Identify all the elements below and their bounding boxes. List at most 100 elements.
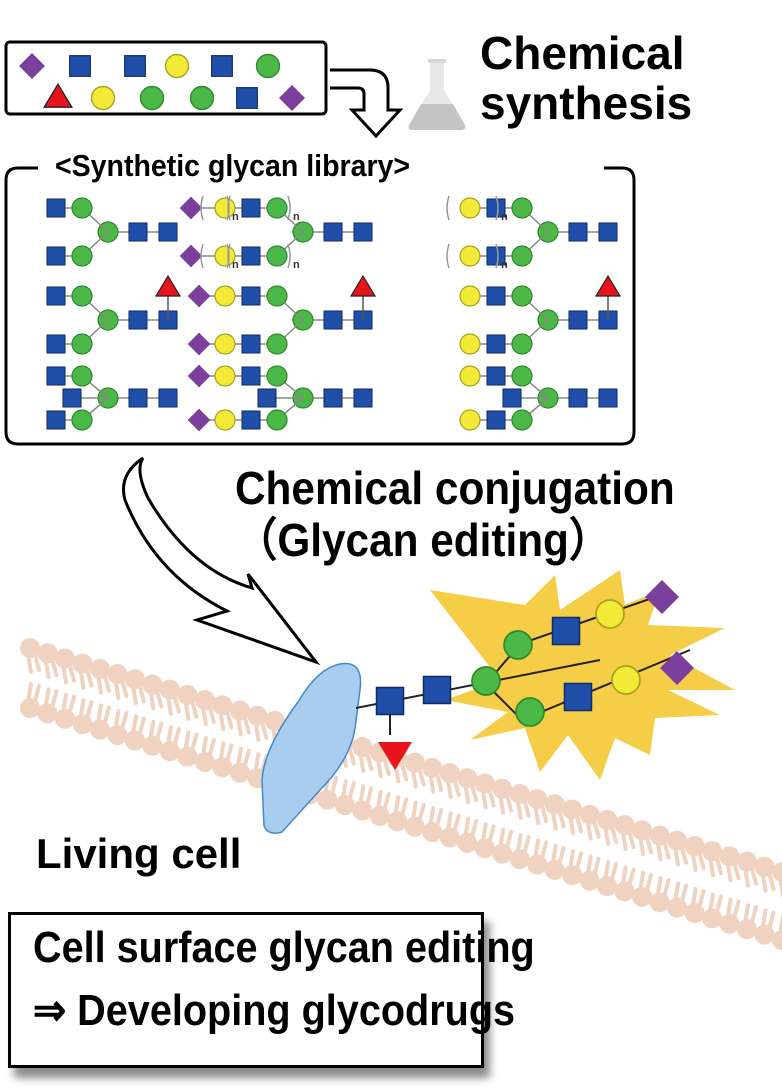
repeat-subscript: n — [293, 211, 300, 223]
mannose-circle-icon — [255, 53, 281, 79]
glcnac-square-icon — [323, 222, 343, 242]
membrane-protein — [261, 662, 362, 834]
lipid-tail — [409, 800, 426, 829]
flask-icon — [408, 59, 466, 130]
building-block-box — [4, 40, 328, 116]
glcnac-square-icon — [353, 388, 373, 408]
lipid-tail — [742, 903, 759, 932]
lipid-tail — [759, 864, 776, 893]
glcnac-square-icon — [257, 388, 277, 408]
lipid-tail — [707, 849, 724, 878]
lipid-tail — [427, 765, 444, 794]
galactose-circle-icon — [164, 53, 190, 79]
sialic-acid-diamond-icon — [187, 332, 211, 356]
lipid-tail — [339, 779, 356, 808]
lipid-tail — [234, 746, 251, 775]
glcnac-square-icon — [323, 388, 343, 408]
repeat-subscript: n — [232, 259, 239, 271]
conclusion-line1: Cell surface glycan editing — [33, 923, 535, 972]
glycosidic-bond — [521, 649, 691, 721]
chemical-synthesis-line1: Chemical — [480, 27, 685, 79]
lipid-tail — [777, 914, 782, 942]
glcnac-square-icon — [158, 388, 178, 408]
lipid-tail — [164, 725, 181, 754]
lipid-tail — [25, 646, 41, 674]
lipid-tail — [59, 692, 76, 721]
lipid-tail — [584, 854, 601, 883]
glcnac-square-icon — [46, 286, 66, 306]
starburst-shape — [430, 570, 735, 780]
lipid-tail — [514, 833, 531, 862]
lipid-tail — [742, 859, 759, 888]
glcnac-square-icon — [241, 366, 261, 386]
sialic-acid-diamond-icon — [187, 284, 211, 308]
lipid-tail — [357, 744, 374, 773]
lipid-tail — [479, 822, 496, 851]
sialic-acid-diamond-icon — [187, 364, 211, 388]
lipid-tail — [567, 807, 584, 836]
lipid-tail — [549, 802, 566, 831]
galactose-circle-icon — [459, 333, 481, 355]
mannose-circle-icon — [266, 409, 288, 431]
galactose-circle-icon — [459, 285, 481, 307]
lipid-tail — [94, 666, 111, 695]
library-frame — [4, 166, 636, 446]
glcnac-square-icon — [62, 388, 82, 408]
lipid-tail — [462, 776, 479, 805]
mannose-circle-icon — [71, 285, 93, 307]
glcnac-square-icon — [486, 334, 506, 354]
lipid-tail — [532, 838, 549, 867]
lipid-tail — [199, 735, 216, 764]
conjugated-glycan — [355, 580, 694, 770]
sialic-acid-diamond-icon — [187, 408, 211, 432]
mannose-circle-icon — [266, 333, 288, 355]
lipid-tail — [672, 838, 689, 867]
galactose-circle-icon — [214, 365, 236, 387]
galactose-circle-icon — [459, 365, 481, 387]
lipid-tail — [182, 692, 199, 721]
mannose-circle-icon — [71, 197, 93, 219]
repeat-bracket: n — [446, 243, 508, 271]
glcnac-square-icon — [46, 334, 66, 354]
lipid-tail — [357, 784, 374, 813]
mannose-circle-icon — [71, 365, 93, 387]
lipid-tail — [549, 843, 566, 872]
mannose-circle-icon — [139, 85, 165, 111]
glcnac-square-icon — [69, 55, 91, 77]
chemical-conjugation-label: Chemical conjugation （Glycan editing） — [235, 462, 675, 566]
conjugation-line2: （Glycan editing） — [235, 514, 612, 566]
lipid-tail — [77, 698, 94, 727]
lipid-tail — [217, 703, 234, 732]
lipid-tail — [112, 672, 129, 701]
galactose-circle-icon — [214, 285, 236, 307]
mannose-circle-icon — [71, 333, 93, 355]
lipid-tail — [619, 865, 636, 894]
chemical-synthesis-line2: synthesis — [480, 77, 693, 129]
lipid-tail — [707, 892, 724, 921]
conjugation-line1: Chemical conjugation — [235, 462, 675, 514]
mannose-circle-icon — [515, 697, 545, 727]
glcnac-square-icon — [486, 366, 506, 386]
library-title: <Synthetic glycan library> — [55, 148, 411, 183]
mannose-circle-icon — [71, 245, 93, 267]
lipid-tail — [392, 795, 409, 824]
lipid-tail — [409, 760, 426, 789]
lipid-tail — [602, 817, 619, 846]
lipid-tail — [129, 714, 146, 743]
glcnac-square-icon — [323, 310, 343, 330]
repeat-bracket: n — [227, 243, 300, 271]
glcnac-square-icon — [568, 222, 588, 242]
glcnac-square-icon — [241, 246, 261, 266]
mannose-circle-icon — [266, 197, 288, 219]
glycan-structure — [187, 364, 373, 432]
lipid-tail — [217, 741, 234, 770]
mannose-circle-icon — [511, 245, 533, 267]
glycan-structure: nn — [179, 195, 373, 271]
bent-arrow-icon — [330, 68, 404, 139]
glycan-structure — [46, 197, 178, 267]
lipid-tail — [654, 876, 671, 905]
glcnac-square-icon — [128, 310, 148, 330]
repeat-bracket: n — [446, 195, 508, 223]
